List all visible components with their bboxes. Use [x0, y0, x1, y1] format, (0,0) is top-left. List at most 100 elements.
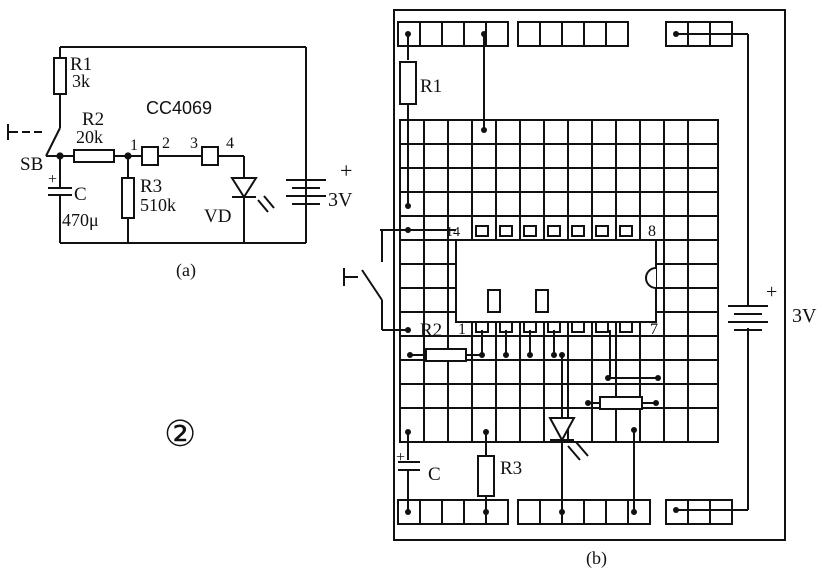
board-led — [548, 417, 576, 443]
solder-dot — [673, 507, 679, 513]
c-plus-label: + — [48, 171, 57, 188]
r1-resistor — [53, 57, 67, 95]
solder-dot — [559, 352, 565, 358]
board-r2-label: R2 — [420, 320, 442, 341]
r2-label: R2 — [82, 109, 104, 130]
board-c-plus-label: + — [396, 449, 405, 466]
chip-pin — [595, 321, 609, 333]
strip-cell — [485, 21, 509, 47]
solder-dot — [655, 375, 661, 381]
battery-plus-a: + — [340, 158, 352, 183]
solder-dot — [483, 509, 489, 515]
r3-label: R3 — [140, 176, 162, 197]
strip-cell — [419, 21, 443, 47]
pin-2-label: 2 — [162, 135, 170, 152]
pin-1-label: 1 — [130, 137, 138, 154]
ic-label: CC4069 — [146, 98, 212, 118]
board-pin7-label: 7 — [650, 321, 658, 338]
strip-cell — [441, 499, 465, 525]
board-pin14-label: 14 — [446, 225, 460, 240]
solder-dot — [483, 429, 489, 435]
board-r1-label: R1 — [420, 76, 442, 97]
inverter-1 — [141, 146, 159, 166]
r1-label: R1 — [70, 54, 92, 75]
solder-dot — [631, 427, 637, 433]
strip-cell — [463, 499, 487, 525]
board-r2 — [425, 348, 467, 362]
strip-cell — [561, 21, 585, 47]
r3-value: 510k — [140, 195, 176, 215]
solder-dot — [673, 31, 679, 37]
caption-a: (a) — [176, 260, 196, 281]
strip-cell — [561, 499, 585, 525]
c-value: 470μ — [62, 210, 99, 230]
solder-dot — [405, 429, 411, 435]
solder-dot — [405, 203, 411, 209]
sb-switch — [45, 127, 61, 157]
strip-cell — [605, 499, 629, 525]
connection-dots — [405, 31, 679, 515]
solder-dot — [405, 31, 411, 37]
chip-pin — [475, 225, 489, 237]
solder-dot — [551, 352, 557, 358]
strip-cell — [539, 499, 563, 525]
solder-dot — [585, 400, 591, 406]
chip-pin — [619, 321, 633, 333]
solder-dot — [559, 509, 565, 515]
r2-value: 20k — [76, 127, 103, 147]
inverter-2 — [201, 146, 219, 166]
board-pin8-label: 8 — [648, 223, 656, 240]
solder-dot — [407, 352, 413, 358]
solder-dot — [405, 227, 411, 233]
board-r1 — [399, 61, 417, 105]
solder-dot — [605, 375, 611, 381]
solder-dot — [653, 400, 659, 406]
caption-b: (b) — [586, 548, 607, 569]
solder-dot — [481, 31, 487, 37]
vd-label: VD — [204, 206, 231, 227]
solder-dot — [631, 509, 637, 515]
board-battery-voltage: 3V — [792, 305, 817, 327]
board-battery-plus: + — [766, 281, 777, 303]
strip-cell — [485, 499, 509, 525]
c-label: C — [74, 184, 87, 205]
chip-pin — [595, 225, 609, 237]
power-strips — [397, 21, 733, 525]
vd-led — [230, 177, 258, 199]
strip-cell — [419, 499, 443, 525]
solder-dot — [527, 352, 533, 358]
strip-cell — [687, 499, 711, 525]
strip-cell — [605, 21, 629, 47]
board-r3 — [477, 455, 495, 497]
battery-voltage-a: 3V — [328, 189, 353, 211]
chip-pin — [571, 321, 585, 333]
schematic-a — [7, 46, 326, 244]
strip-cell — [709, 499, 733, 525]
figure-number: ② — [164, 414, 196, 454]
strip-cell — [441, 21, 465, 47]
chip-inverter-1 — [487, 289, 501, 313]
strip-cell — [517, 499, 541, 525]
r2-resistor — [73, 149, 115, 163]
strip-cell — [517, 21, 541, 47]
solder-dot — [405, 327, 411, 333]
board-wiring — [343, 33, 768, 512]
strip-cell — [583, 499, 607, 525]
chip-pin — [547, 225, 561, 237]
board-c-label: C — [428, 464, 441, 485]
chip-pin — [523, 225, 537, 237]
r3-resistor — [121, 177, 135, 219]
chip-inverter-2 — [535, 289, 549, 313]
chip-pin — [619, 225, 633, 237]
board-r-right — [599, 396, 643, 410]
board-r3-label: R3 — [500, 458, 522, 479]
chip-pin — [571, 225, 585, 237]
chip-notch — [645, 267, 657, 289]
solder-dot — [405, 509, 411, 515]
chip-pin — [499, 225, 513, 237]
sb-label: SB — [20, 154, 43, 175]
solder-dot — [503, 352, 509, 358]
cc4069-chip — [455, 239, 657, 323]
pin-4-label: 4 — [226, 135, 234, 152]
